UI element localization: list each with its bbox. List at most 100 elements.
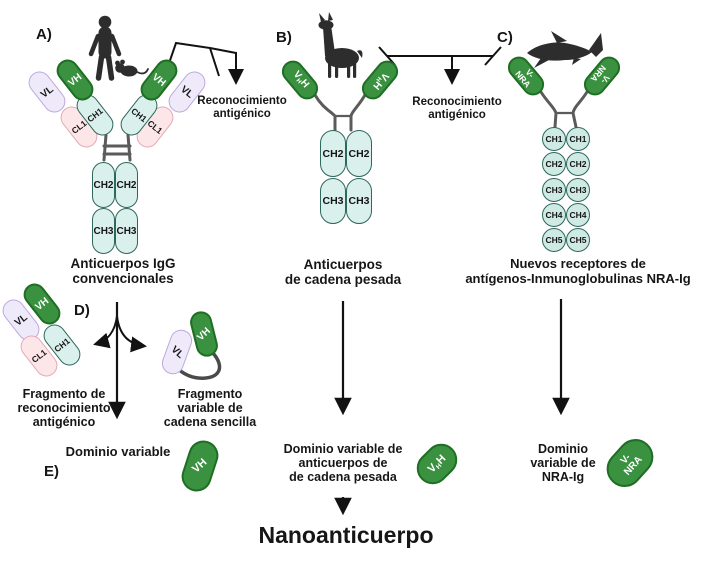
annotation-line: Fragmento (177, 387, 243, 401)
domain-label: CH2 (545, 159, 563, 169)
annotation-line: Dominio variable de (283, 442, 403, 456)
annotation-line: cadena sencilla (163, 415, 257, 429)
caption-line: de cadena pesada (284, 272, 402, 288)
annotation-line: de cadena pesada (289, 470, 397, 484)
nra-hinge-connector (539, 90, 589, 129)
domain-label: VH (66, 71, 84, 89)
annotation-line: antigénico (428, 108, 486, 121)
bracket-arrow-a (164, 41, 244, 85)
panel-label-b: B) (276, 29, 292, 46)
domain-label: CH1 (52, 335, 72, 355)
domain-label: VL (168, 343, 186, 361)
domain-label: VH (33, 295, 51, 313)
domain-pill-ch3: CH3 (92, 208, 115, 254)
domain-label: VHH (425, 452, 449, 476)
domain-label: CH3 (116, 225, 137, 237)
domain-circle-ch2: CH2 (542, 152, 566, 176)
panel-label-c: C) (497, 29, 513, 46)
annotation-line: Reconocimiento (197, 95, 287, 107)
annotation-line: NRA-Ig (541, 470, 585, 484)
domain-circle-ch5: CH5 (542, 228, 566, 252)
domain-label: CH5 (569, 235, 587, 245)
domain-circle-ch3: CH3 (542, 178, 566, 202)
domain-label: CH1 (545, 134, 563, 144)
domain-label: VH (190, 456, 210, 476)
annotation-line: antigénico (213, 107, 271, 120)
annotation-nra-domain: Dominio variable de NRA-Ig (504, 442, 622, 484)
annotation-fab-fragment: Fragmento de reconocimiento antigénico (0, 387, 128, 429)
domain-label: VH (150, 71, 168, 89)
bracket-arrow-bc (378, 46, 502, 85)
panel-label-a: A) (36, 26, 52, 43)
annotation-line: Fragmento de (22, 387, 106, 401)
domain-pill-ch2: CH2 (346, 130, 372, 177)
domain-label: CL1 (29, 347, 49, 365)
domain-circle-ch1: CH1 (566, 127, 590, 151)
domain-label: CH3 (545, 185, 563, 195)
arrow-scfv-branch (116, 315, 147, 353)
annotation-line: variable de (530, 456, 596, 470)
annotation-line: Reconocimiento (412, 96, 502, 108)
domain-label: CH1 (129, 105, 149, 125)
domain-label: CH3 (569, 185, 587, 195)
hcab-hinge-connector (313, 93, 367, 132)
domain-pill-ch3: CH3 (320, 178, 346, 224)
annotation-line: Dominio (538, 442, 588, 456)
domain-label: CH3 (348, 195, 370, 207)
annotation-line: antigénico (32, 415, 96, 429)
domain-label: CH4 (545, 210, 563, 220)
domain-label: CH4 (569, 210, 587, 220)
domain-circle-ch4: CH4 (542, 203, 566, 227)
caption-line: antígenos-Inmunoglobulinas NRA-Ig (465, 270, 691, 286)
domain-label: VL (12, 311, 30, 329)
annotation-antigen-recognition-bc: Reconocimiento antigénico (391, 96, 523, 122)
panel-label-e: E) (44, 463, 59, 480)
domain-label: CH2 (322, 147, 344, 160)
domain-circle-ch3: CH3 (566, 178, 590, 202)
domain-pill-ch2: CH2 (320, 130, 346, 177)
domain-pill-ch3: CH3 (346, 178, 372, 224)
domain-label: V- NRA (618, 452, 645, 478)
domain-label: CH2 (569, 159, 587, 169)
domain-label: CH3 (322, 195, 344, 207)
mouse-icon (115, 59, 149, 77)
caption-heavy-chain: Anticuerpos de cadena pesada (268, 257, 418, 287)
caption-nra: Nuevos receptores de antígenos-Inmunoglo… (447, 256, 709, 286)
caption-line: convencionales (72, 271, 174, 287)
domain-label: CH2 (93, 179, 114, 191)
human-icon (88, 15, 122, 81)
domain-label: CH1 (569, 134, 587, 144)
domain-pill-ch3: CH3 (115, 208, 138, 254)
caption-line: Anticuerpos IgG (70, 256, 176, 271)
annotation-scfv-fragment: Fragmento variable de cadena sencilla (146, 387, 274, 429)
panel-label-d: D) (74, 302, 90, 319)
domain-label: VL (38, 83, 56, 101)
domain-circle-ch5: CH5 (566, 228, 590, 252)
caption-line: Anticuerpos (303, 257, 383, 272)
domain-circle-ch1: CH1 (542, 127, 566, 151)
annotation-variable-domain: Dominio variable (65, 444, 171, 459)
domain-pill-ch2: CH2 (115, 162, 138, 208)
caption-igg: Anticuerpos IgG convencionales (48, 256, 198, 286)
domain-label: VH (195, 325, 213, 343)
domain-label: CH5 (545, 235, 563, 245)
scfv-linker-connector (174, 350, 222, 380)
annotation-line: reconocimiento (17, 401, 111, 415)
annotation-antigen-recognition-a: Reconocimiento antigénico (176, 95, 308, 121)
domain-label: CH2 (348, 147, 370, 160)
shark-icon (527, 31, 603, 68)
domain-circle-ch2: CH2 (566, 152, 590, 176)
arrow-fab-branch (93, 315, 118, 349)
domain-label: CH3 (93, 225, 114, 237)
domain-label: VHH (290, 68, 311, 90)
domain-label: CH1 (85, 105, 105, 125)
caption-line: Nuevos receptores de (510, 256, 646, 271)
nanobody-title: Nanoanticuerpo (258, 522, 434, 548)
domain-circle-ch4: CH4 (566, 203, 590, 227)
annotation-line: variable de (177, 401, 243, 415)
llama-icon (318, 12, 363, 78)
annotation-line: anticuerpos de (298, 456, 388, 470)
domain-label: CH2 (116, 179, 137, 191)
